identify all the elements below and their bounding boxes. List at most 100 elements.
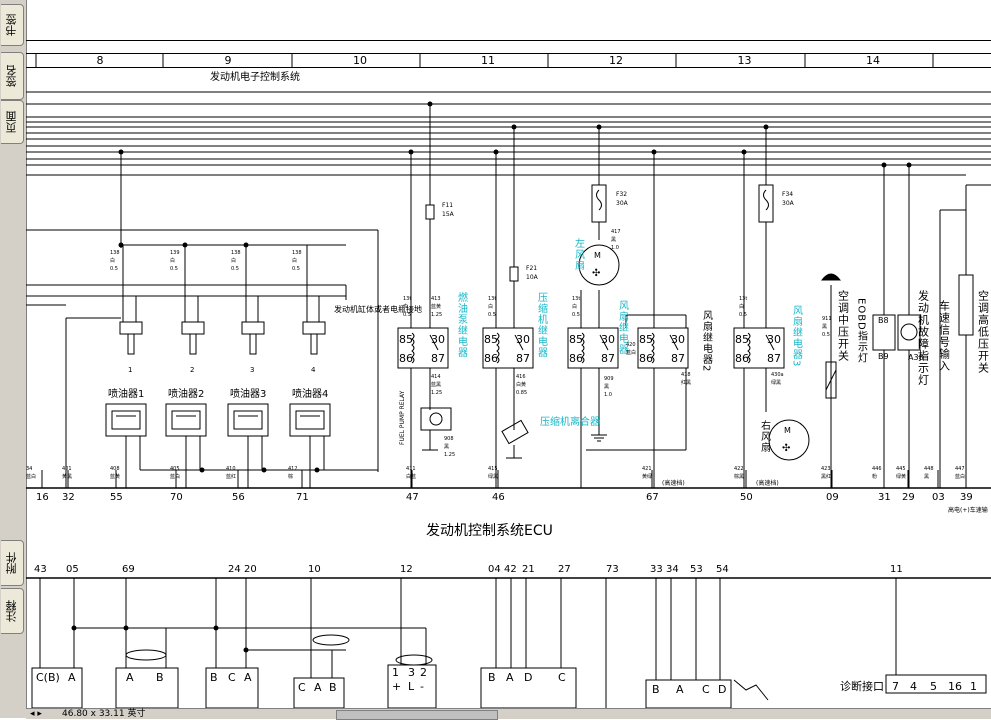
wire-note: 黑	[611, 237, 616, 243]
relay-pin-87: 87	[671, 352, 685, 365]
wire-note: 421	[642, 466, 652, 472]
wire-note: 绿黑	[488, 473, 498, 480]
wire-note: 447	[955, 466, 965, 472]
wire-note: 139	[170, 250, 180, 256]
ecu-pin-50: 50	[740, 492, 753, 503]
injector-label: 喷油器2	[168, 387, 204, 400]
wire-note: 408	[110, 466, 120, 472]
horizontal-scrollbar[interactable]	[336, 710, 498, 720]
connector-pin: B	[652, 683, 660, 696]
side-tab-4[interactable]: 注释	[1, 588, 24, 634]
relay-pin-87: 87	[601, 352, 615, 365]
ecu-pin-71: 71	[296, 492, 309, 503]
side-tab-2[interactable]: 页面	[1, 100, 24, 144]
ecu-pin-47: 47	[406, 492, 419, 503]
side-tab-label: 页面	[5, 111, 18, 133]
wire-note: 1.0	[604, 392, 612, 398]
ecu-pin-67: 67	[646, 492, 659, 503]
ruler-col-10: 10	[353, 54, 367, 67]
connector-pin: B	[488, 671, 496, 684]
wire-note: 412	[288, 466, 298, 472]
relay-pin-86: 86	[735, 352, 749, 365]
wire-note: 1.25	[431, 312, 442, 318]
ecu-pin-54: 54	[716, 564, 729, 575]
ecu-pin-16: 16	[36, 492, 49, 503]
ecu-pin-03: 03	[932, 492, 945, 503]
ecu-pin-32: 32	[62, 492, 75, 503]
fan-relay-label: 风扇继电器	[617, 300, 629, 355]
high-speed-note-1: (高速档)	[662, 479, 685, 487]
wire-note: 白	[292, 257, 297, 264]
wire-note: 908	[444, 436, 454, 442]
ecu-pin-20: 20	[244, 564, 257, 575]
wire-note: 13t	[739, 296, 747, 302]
ecu-pin-27: 27	[558, 564, 571, 575]
clutch-label: 压缩机离合器	[540, 415, 600, 428]
wire-note: 0.5	[170, 266, 178, 272]
relay-pin-86: 86	[399, 352, 413, 365]
ecu-pin-09: 09	[826, 492, 839, 503]
ecu-pin-24: 24	[228, 564, 241, 575]
wire-note: 416	[516, 374, 526, 380]
relay-box	[397, 327, 449, 369]
connector-pin: A	[68, 671, 76, 684]
wire-note: 黑红	[821, 473, 831, 480]
bottom-right-note: 高电(+)车速输	[948, 506, 988, 514]
ecu-pin-56: 56	[232, 492, 245, 503]
page-size: 46.80 x 33.11 英寸	[62, 709, 146, 719]
relay-pin-87: 87	[516, 352, 530, 365]
relay-box	[567, 327, 619, 369]
ecu-pin-33: 33	[650, 564, 663, 575]
ecu-pin-12: 12	[400, 564, 413, 575]
wire-note: 0.5	[403, 312, 411, 318]
relay-pin-86: 86	[639, 352, 653, 365]
nav-arrows-icon[interactable]: ◂ ▸	[30, 709, 42, 719]
wire-note: 430a	[771, 372, 784, 378]
connector-pin: -	[420, 680, 424, 693]
fuse-amp: 15A	[442, 211, 455, 218]
fuse-id: F21	[526, 265, 537, 272]
wire-note: 417	[611, 229, 621, 235]
wire-note: 棕	[288, 473, 293, 480]
b9-label: B9	[878, 352, 889, 361]
wire-note: 418	[681, 372, 691, 378]
ecu-pin-04: 04	[488, 564, 501, 575]
a38-label: A38	[908, 353, 924, 362]
wire-note: 白	[231, 257, 236, 264]
wire-note: 白	[170, 257, 175, 264]
wire-note: 蓝红	[226, 473, 236, 480]
wire-note: 粉	[872, 473, 877, 480]
ecu-pin-73: 73	[606, 564, 619, 575]
wire-note: 414	[431, 374, 441, 380]
fuel-pump-relay-text: FUEL PUMP RELAY	[399, 390, 406, 445]
wire-note: 白	[403, 303, 408, 310]
wire-note: 13t	[488, 296, 496, 302]
ruler-col-11: 11	[481, 54, 495, 67]
wire-note: 白黄	[516, 381, 526, 388]
side-tab-label: 注释	[5, 600, 18, 622]
wire-note: 0.5	[822, 332, 830, 338]
ecu-pin-39: 39	[960, 492, 973, 503]
svg-text:M: M	[594, 251, 601, 260]
connector-pin: D	[524, 671, 532, 684]
diag-port-label: 诊断接口	[840, 679, 884, 693]
ecu-pin-69: 69	[122, 564, 135, 575]
side-tab-0[interactable]: 书签	[1, 4, 24, 46]
connector-pin: C	[298, 681, 306, 694]
wire-note: 413	[431, 296, 441, 302]
side-tab-3[interactable]: 附件	[1, 540, 24, 586]
injector-box	[165, 403, 207, 437]
wire-note: 蓝白	[170, 473, 180, 480]
left-fan-label: 左风扇	[573, 237, 585, 271]
wire-note: 蓝黑	[431, 381, 441, 388]
b8-label: B8	[878, 316, 889, 325]
ecu-pin-70: 70	[170, 492, 183, 503]
side-tab-1[interactable]: 签名	[1, 52, 24, 100]
fuse-id: F32	[616, 191, 627, 198]
wire-note: 420	[626, 342, 636, 348]
relay-pin-86: 86	[569, 352, 583, 365]
ecu-pin-29: 29	[902, 492, 915, 503]
wire-note: 445	[896, 466, 906, 472]
relay-pin-85: 85	[399, 333, 413, 346]
side-tab-label: 附件	[5, 552, 18, 574]
